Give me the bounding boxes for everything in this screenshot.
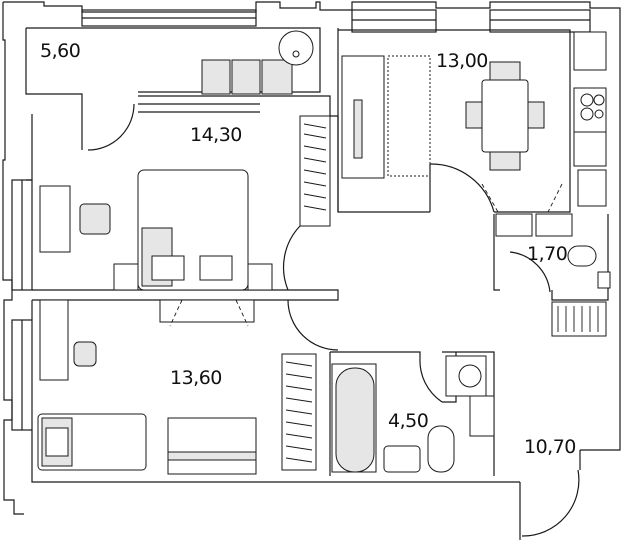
area-label-bathroom: 4,50 (388, 410, 429, 432)
area-label-balcony: 5,60 (40, 40, 81, 62)
area-label-bedroom: 14,30 (190, 124, 242, 146)
area-label-hallway: 10,70 (524, 436, 576, 458)
area-label-kids-room: 13,60 (170, 367, 222, 389)
area-label-wc: 1,70 (527, 243, 568, 265)
outer-wall-left (2, 2, 24, 515)
area-label-kitchen-living: 13,00 (436, 50, 488, 72)
